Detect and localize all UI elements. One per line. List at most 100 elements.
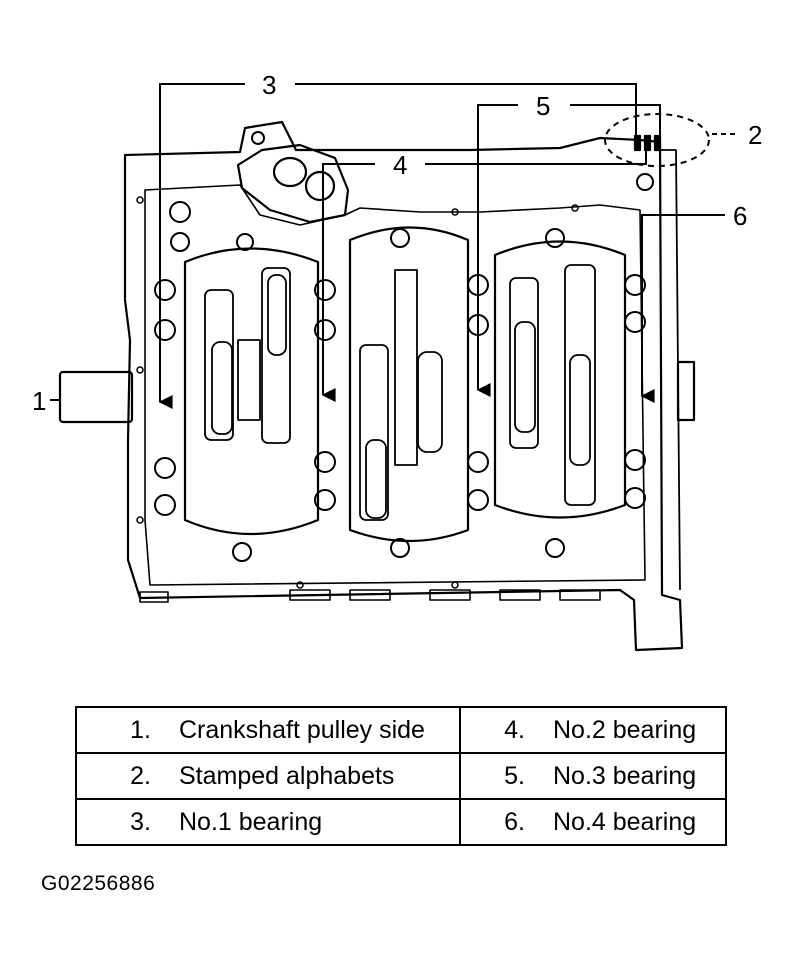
edge-marks — [136, 196, 579, 589]
edge-mark — [296, 581, 304, 589]
legend-number: 2. — [130, 761, 151, 790]
edge-mark — [136, 516, 144, 524]
leader-3 — [159, 83, 245, 400]
leader-5 — [477, 104, 518, 390]
crank-pin-2b — [417, 351, 443, 453]
bolt-hole — [314, 319, 336, 341]
bolt-hole — [314, 451, 336, 473]
edge-mark — [571, 204, 579, 212]
crankshaft-end-right — [676, 360, 696, 422]
figure-code: G02256886 — [41, 872, 156, 895]
legend-cell: 3. No.1 bearing — [75, 798, 461, 846]
crank-bay-3 — [493, 240, 627, 519]
cylinder-block-outline — [123, 120, 684, 652]
legend-label: Stamped alphabets — [179, 761, 395, 790]
bolt-hole — [232, 542, 252, 562]
legend-number: 1. — [130, 715, 151, 744]
legend-cell: 2. Stamped alphabets — [75, 752, 461, 800]
crank-pin-1b — [267, 274, 287, 356]
legend-number: 3. — [130, 807, 151, 836]
edge-mark — [136, 196, 144, 204]
legend-number: 4. — [504, 715, 525, 744]
crank-pin-1 — [211, 341, 233, 435]
crank-bay-1 — [183, 247, 320, 536]
bolt-hole — [467, 489, 489, 511]
bolt-hole — [545, 228, 565, 248]
callout-3: 3 — [262, 70, 276, 100]
bolt-hole — [154, 319, 176, 341]
oil-filter-boss — [236, 143, 350, 224]
edge-mark — [136, 366, 144, 374]
crank-web-1a — [204, 289, 234, 441]
block-flange — [144, 184, 646, 586]
edge-mark — [451, 208, 459, 216]
bolt-hole — [545, 538, 565, 558]
bolt-hole — [170, 232, 190, 252]
bolt-hole — [390, 538, 410, 558]
callout-6: 6 — [733, 201, 747, 231]
callout-4: 4 — [393, 150, 407, 180]
legend-cell: 5. No.3 bearing — [459, 752, 727, 800]
leader-4-right — [425, 140, 647, 165]
leader-6 — [641, 214, 725, 396]
bolt-hole — [154, 279, 176, 301]
stamped-area-circle — [604, 113, 710, 167]
edge-mark — [451, 581, 459, 589]
bolt-hole — [154, 494, 176, 516]
bottom-lugs — [139, 589, 601, 603]
crank-pin-3b — [569, 354, 591, 466]
legend-cell: 1. Crankshaft pulley side — [75, 706, 461, 754]
legend-row: 1. Crankshaft pulley side 4. No.2 bearin… — [75, 706, 727, 754]
crank-bay-2 — [348, 226, 470, 543]
crankshaft-snout — [58, 370, 134, 424]
legend-label: No.1 bearing — [179, 807, 323, 836]
crank-pin-3 — [514, 321, 536, 433]
block-right-edge — [660, 149, 681, 591]
bolt-hole — [251, 131, 265, 145]
legend-number: 6. — [504, 807, 525, 836]
boss-port-left — [272, 156, 308, 188]
bolt-hole — [467, 451, 489, 473]
bottom-lug — [429, 589, 471, 601]
bolt-hole — [624, 311, 646, 333]
journal-1 — [237, 339, 261, 421]
bottom-lug — [559, 589, 601, 601]
legend-label: No.4 bearing — [553, 807, 697, 836]
bolt-holes — [154, 131, 654, 562]
callout-1: 1 — [32, 386, 46, 416]
legend-number: 5. — [504, 761, 525, 790]
leader-3-right — [295, 83, 637, 140]
crank-web-3b — [564, 264, 596, 506]
bottom-lug — [139, 591, 169, 603]
leader-5-right — [570, 104, 661, 140]
leader-4 — [322, 163, 375, 395]
bottom-lug — [349, 589, 391, 601]
engine-block-diagram: 1 2 3 4 5 6 — [32, 70, 762, 652]
boss-port-right — [304, 170, 336, 202]
bolt-hole — [624, 449, 646, 471]
legend-cell: 6. No.4 bearing — [459, 798, 727, 846]
legend-label: No.2 bearing — [553, 715, 697, 744]
legend-label: Crankshaft pulley side — [179, 715, 425, 744]
bolt-hole — [154, 457, 176, 479]
crank-web-3a — [509, 277, 539, 449]
crank-web-2a — [359, 344, 389, 521]
callout-2: 2 — [748, 120, 762, 150]
stamped-mark — [633, 134, 642, 152]
bolt-hole — [624, 487, 646, 509]
legend-table: 1. Crankshaft pulley side 4. No.2 bearin… — [75, 706, 727, 846]
bolt-hole — [314, 279, 336, 301]
legend-cell: 4. No.2 bearing — [459, 706, 727, 754]
callout-5: 5 — [536, 91, 550, 121]
bottom-lug — [499, 589, 541, 601]
bolt-hole — [236, 233, 254, 251]
legend-row: 3. No.1 bearing 6. No.4 bearing — [75, 798, 727, 846]
bolt-hole — [636, 173, 654, 191]
crank-web-1b — [261, 267, 291, 444]
stamped-mark — [653, 134, 662, 152]
legend-label: No.3 bearing — [553, 761, 697, 790]
crank-pin-2 — [365, 439, 387, 519]
bolt-hole — [169, 201, 191, 223]
bottom-lug — [289, 589, 331, 601]
bolt-hole — [624, 274, 646, 296]
